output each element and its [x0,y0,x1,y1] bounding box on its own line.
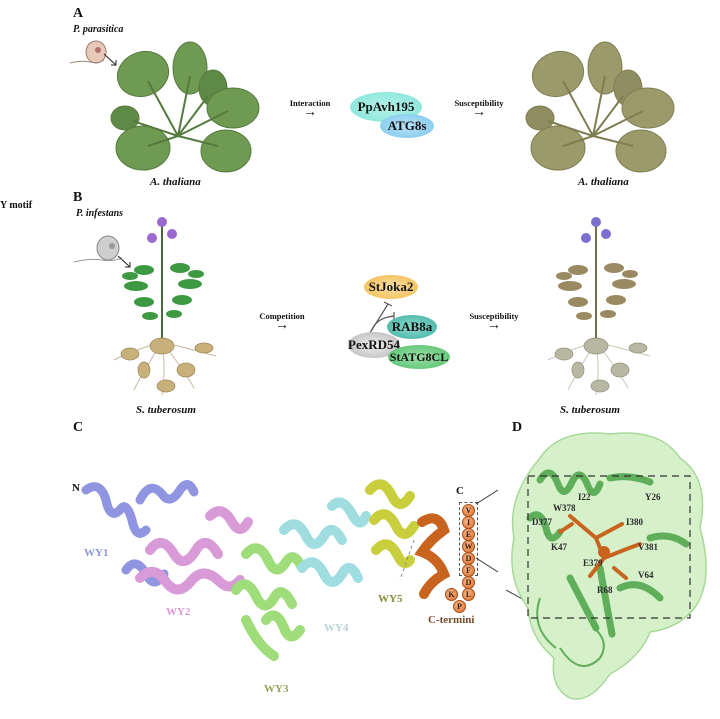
residue-label: I380 [626,517,644,527]
infection-arrow-icon [117,255,131,268]
n-terminus-label: N [72,482,80,494]
infection-arrow-icon [103,53,117,66]
diseased-potato-plant-icon [547,217,651,396]
right-arrow-icon: → [472,105,486,120]
protein-stjoka2: StJoka2 [364,275,418,299]
host-label-b-left: S. tuberosum [136,404,196,416]
pathogen-label-a: P. parasitica [73,24,124,35]
domain-label-wy4: WY4 [324,622,349,634]
right-arrow-icon: → [275,318,289,333]
domain-label-wy2: WY2 [166,606,191,618]
host-label-a-right: A. thaliana [578,176,629,188]
competition-arrow-label: Competition [259,311,305,321]
diseased-arabidopsis-icon [525,41,675,173]
domain-label-wy1: WY1 [84,547,109,559]
residue-label: W378 [553,503,576,513]
residue-bead: F [462,564,475,577]
residue-label: Y26 [645,492,661,502]
residue-label: K47 [551,542,568,552]
cut-off-label: Y motif [0,200,33,211]
residue-label: E379 [583,558,603,568]
residue-label: D377 [532,517,552,527]
residue-label: R68 [597,585,613,595]
right-arrow-icon: → [303,105,317,120]
panel-letter-a: A [73,6,84,21]
c-termini-label: C-termini [428,614,475,626]
protein-atg8s: ATG8s [380,114,434,138]
panel-letter-d: D [512,420,523,435]
residue-label: V64 [638,570,654,580]
domain-label-wy5: WY5 [378,593,403,605]
susceptibility-arrow-label-b: Susceptibility [469,311,519,321]
residue-bead: E [462,528,475,541]
protein-rab8a: RAB8a [387,315,437,339]
interaction-arrow-label: Interaction [289,98,331,108]
host-label-b-right: S. tuberosum [560,404,620,416]
c-terminus-label: C [456,485,464,497]
panel-letter-c: C [73,420,84,435]
residue-bead: P [453,600,466,613]
residue-label: V381 [638,542,658,552]
zoospore-icon [69,40,107,64]
host-label-a-left: A. thaliana [150,176,201,188]
healthy-potato-plant-icon [113,217,217,396]
residue-bead: K [445,588,458,601]
protein-statg8cl: StATG8CL [388,345,450,369]
pathogen-label-b: P. infestans [76,208,124,219]
susceptibility-arrow-label-a: Susceptibility [454,98,504,108]
domain-label-wy3: WY3 [264,683,289,695]
protein-ribbon-structure [81,479,451,661]
panel-letter-b: B [73,190,83,205]
zoospore-icon [73,235,123,263]
residue-label: I22 [578,492,591,502]
atg8-surface-structure [511,432,707,700]
right-arrow-icon: → [487,318,501,333]
healthy-arabidopsis-icon [110,41,260,173]
residue-bead: L [462,588,475,601]
